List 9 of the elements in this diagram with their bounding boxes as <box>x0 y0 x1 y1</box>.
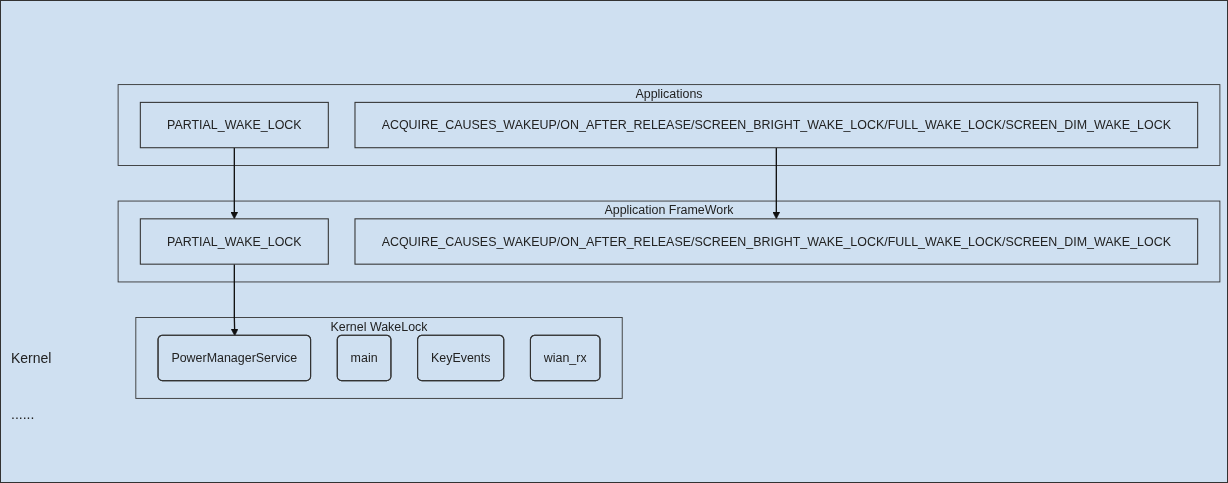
note-text: Kernel <box>11 350 53 366</box>
arrow <box>230 263 239 337</box>
arrow <box>230 147 239 220</box>
node-box: ACQUIRE_CAUSES_WAKEUP/ON_AFTER_RELEASE/SCREEN_BRIGHT_WAKE_LOCK/FULL_WAKE_LOCK/SCREEN_DIM_WAKE_LOCK <box>354 101 1199 149</box>
node-box: PARTIAL_WAKE_LOCK <box>139 101 329 149</box>
note-text: ...... <box>11 406 36 422</box>
arrow <box>772 147 781 220</box>
node-box: PARTIAL_WAKE_LOCK <box>139 218 329 265</box>
node-box: ACQUIRE_CAUSES_WAKEUP/ON_AFTER_RELEASE/SCREEN_BRIGHT_WAKE_LOCK/FULL_WAKE_LOCK/SCREEN_DIM_WAKE_LOCK <box>354 218 1199 265</box>
